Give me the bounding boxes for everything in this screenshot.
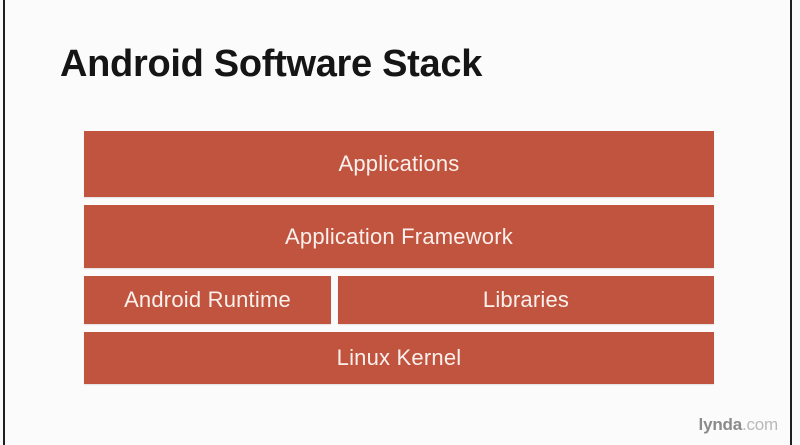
stack-row-applications: Applications [84,131,714,197]
watermark-brand: lynda [698,415,743,434]
slide-left-border [3,0,5,445]
android-software-stack-diagram: Applications Application Framework Andro… [84,131,714,392]
watermark-tld: .com [741,415,778,434]
layer-applications: Applications [84,131,714,197]
stack-row-application-framework: Application Framework [84,205,714,268]
layer-libraries: Libraries [338,276,714,324]
page-title: Android Software Stack [60,43,483,85]
layer-application-framework: Application Framework [84,205,714,268]
slide-right-border [790,0,792,445]
layer-android-runtime: Android Runtime [84,276,331,324]
stack-row-runtime-libraries: Android Runtime Libraries [84,276,714,324]
layer-linux-kernel: Linux Kernel [84,332,714,384]
lynda-watermark: lynda.com [698,415,779,434]
stack-row-linux-kernel: Linux Kernel [84,332,714,384]
